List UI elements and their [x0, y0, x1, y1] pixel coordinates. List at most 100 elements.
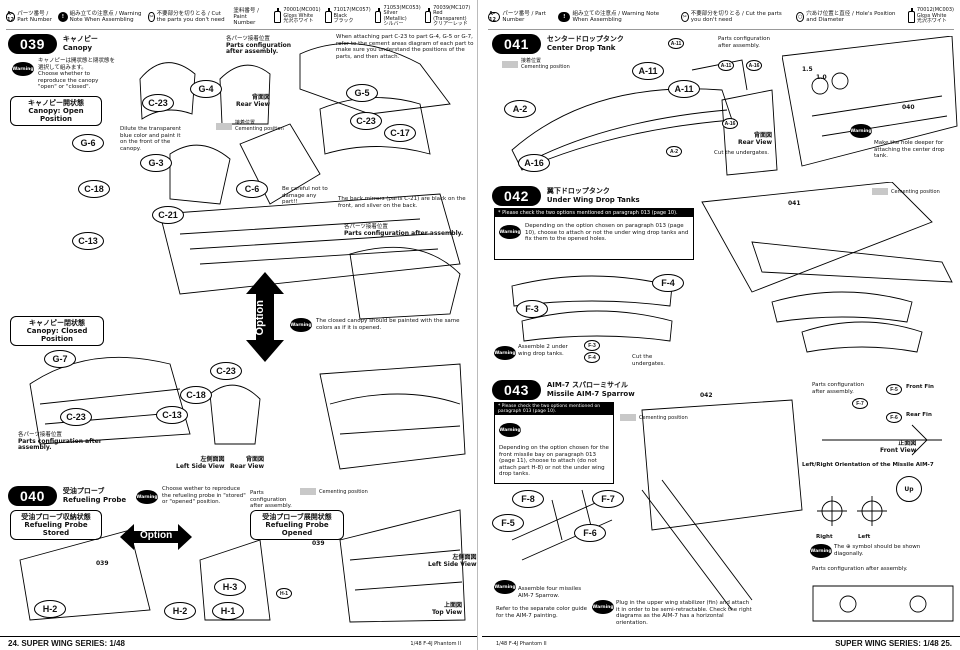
part-label: C-18 [78, 180, 110, 198]
part-label: C-6 [236, 180, 268, 198]
part-label: G-6 [72, 134, 104, 152]
probe-choice-note: Choose wether to reproduce the refueling… [162, 486, 246, 505]
warning-icon: Warning [136, 490, 158, 504]
parts-config-note-7: Parts configuration after assembly. [812, 566, 908, 572]
missile-orientation-drawing [817, 496, 887, 526]
part-label: G-7 [44, 350, 76, 368]
undergates-note-2: Cut the undergates. [632, 354, 666, 367]
missile-rack-drawing [812, 585, 954, 622]
cement-swatch [300, 488, 316, 495]
part-tag-icon: A-12 [488, 11, 501, 23]
footer-model-left: 1/48 F-4J Phantom II [410, 641, 461, 647]
part-label: C-17 [384, 124, 416, 142]
ref-039-tag-2: 039 [312, 540, 325, 547]
legend-bar-left: A-12 パーツ番号 / Part Number ! 組み立ての注意点 / Wa… [6, 4, 471, 30]
ref-039-tag: 039 [96, 560, 109, 567]
part-label: A-11 [632, 62, 664, 80]
right-label: Right [816, 534, 833, 540]
page-footer-left: 24. SUPER WING SERIES: 1/48 [8, 639, 125, 648]
paint-bottle-icon [274, 7, 282, 23]
warning-icon: Warning [810, 544, 832, 558]
legend-bar-right: A-12 パーツ番号 / Part Number ! 組み立ての注意点 / Wa… [488, 4, 954, 30]
cement-swatch [620, 414, 636, 421]
part-label: C-18 [180, 386, 212, 404]
cement-legend: Cementing position [872, 188, 940, 195]
ref-041-tag: 041 [788, 200, 801, 207]
part-label: C-21 [152, 206, 184, 224]
undergates-note: Cut the undergates. [714, 150, 770, 156]
warning-icon: Warning [494, 346, 516, 360]
missile-warning: Depending on the option chosen for the f… [499, 445, 609, 477]
left-label: Left [858, 534, 871, 540]
fuselage-underside-drawing [782, 36, 958, 167]
hole-size-1: 1.5 [802, 66, 813, 73]
canopy-closed-drawing [29, 356, 466, 470]
parts-config-note-5: Parts configuration after assembly. [718, 36, 770, 49]
warning-icon: ! [558, 11, 571, 22]
under-wing-warning: Depending on the option chosen on paragr… [525, 223, 689, 242]
legend-part-number: A-12 パーツ番号 / Part Number [488, 10, 546, 23]
part-label: C-13 [72, 232, 104, 250]
assemble-missiles-note: Assemble four missiles AIM-7 Sparrow. [518, 586, 582, 599]
part-label: H-2 [34, 600, 66, 618]
option-arrow-icon [246, 272, 284, 362]
probe-drawing [19, 509, 466, 623]
c23-attach-note: When attaching part C-23 to part G-4, G-… [336, 34, 474, 60]
left-page: A-12 パーツ番号 / Part Number ! 組み立ての注意点 / Wa… [0, 0, 478, 650]
part-label: F-3 [516, 300, 548, 318]
part-label: A-16 [518, 154, 550, 172]
cement-swatch [502, 60, 518, 68]
stabilizer-note: Plug in the upper wing stabilizer (fin) … [616, 600, 752, 626]
part-label: A-11 [668, 38, 684, 49]
warning-icon: Warning [12, 62, 34, 76]
orientation-title: Left/Right Orientation of the Missile AI… [802, 462, 934, 468]
assemble-tanks-note: Assemble 2 under wing drop tanks. [518, 344, 568, 357]
part-label: H-2 [164, 602, 196, 620]
right-page: A-12 パーツ番号 / Part Number ! 組み立ての注意点 / Wa… [482, 0, 960, 650]
cement-swatch [216, 122, 232, 130]
legend-warning: ! 組み立ての注意点 / Warning Note When Assemblin… [58, 11, 142, 23]
option-label: Option [254, 300, 266, 336]
part-label: G-5 [346, 84, 378, 102]
part-label: F-5 [492, 514, 524, 532]
front-fin-label: Front Fin [906, 384, 934, 390]
paint-bottle-icon [424, 7, 432, 23]
dilute-note: Dilute the transparent blue color and pa… [120, 126, 182, 152]
part-label: F-6 [574, 524, 606, 542]
scissors-icon: ✂ [148, 11, 155, 22]
legend-part-number: A-12 パーツ番号 / Part Number [6, 10, 52, 23]
part-label: A-16 [722, 118, 738, 129]
part-label: F-6 [886, 412, 902, 423]
hole-drill-icon: ○ [796, 11, 805, 22]
missile-front-drawing [822, 424, 942, 456]
part-label: A-16 [746, 60, 762, 71]
part-label: F-7 [852, 398, 868, 409]
footer-bar-left [0, 636, 477, 650]
legend-warning: ! 組み立ての注意点 / Warning Note When Assemblin… [558, 11, 675, 23]
part-label: H-3 [214, 578, 246, 596]
paint-bottle-icon [907, 7, 915, 23]
part-label: A-11 [718, 60, 734, 71]
ref-042-tag: 042 [700, 392, 713, 399]
step-number: 040 [8, 486, 57, 506]
part-label: F-4 [652, 274, 684, 292]
legend-cut: ✂ 不要部分を切りとる / Cut the parts you don't ne… [148, 10, 225, 23]
step-number: 041 [492, 34, 541, 54]
up-arrow-icon: Up [896, 476, 922, 502]
part-label: A-2 [666, 146, 682, 157]
step-number: 042 [492, 186, 541, 206]
option-label-2: Option [140, 530, 173, 541]
part-label: F-8 [512, 490, 544, 508]
